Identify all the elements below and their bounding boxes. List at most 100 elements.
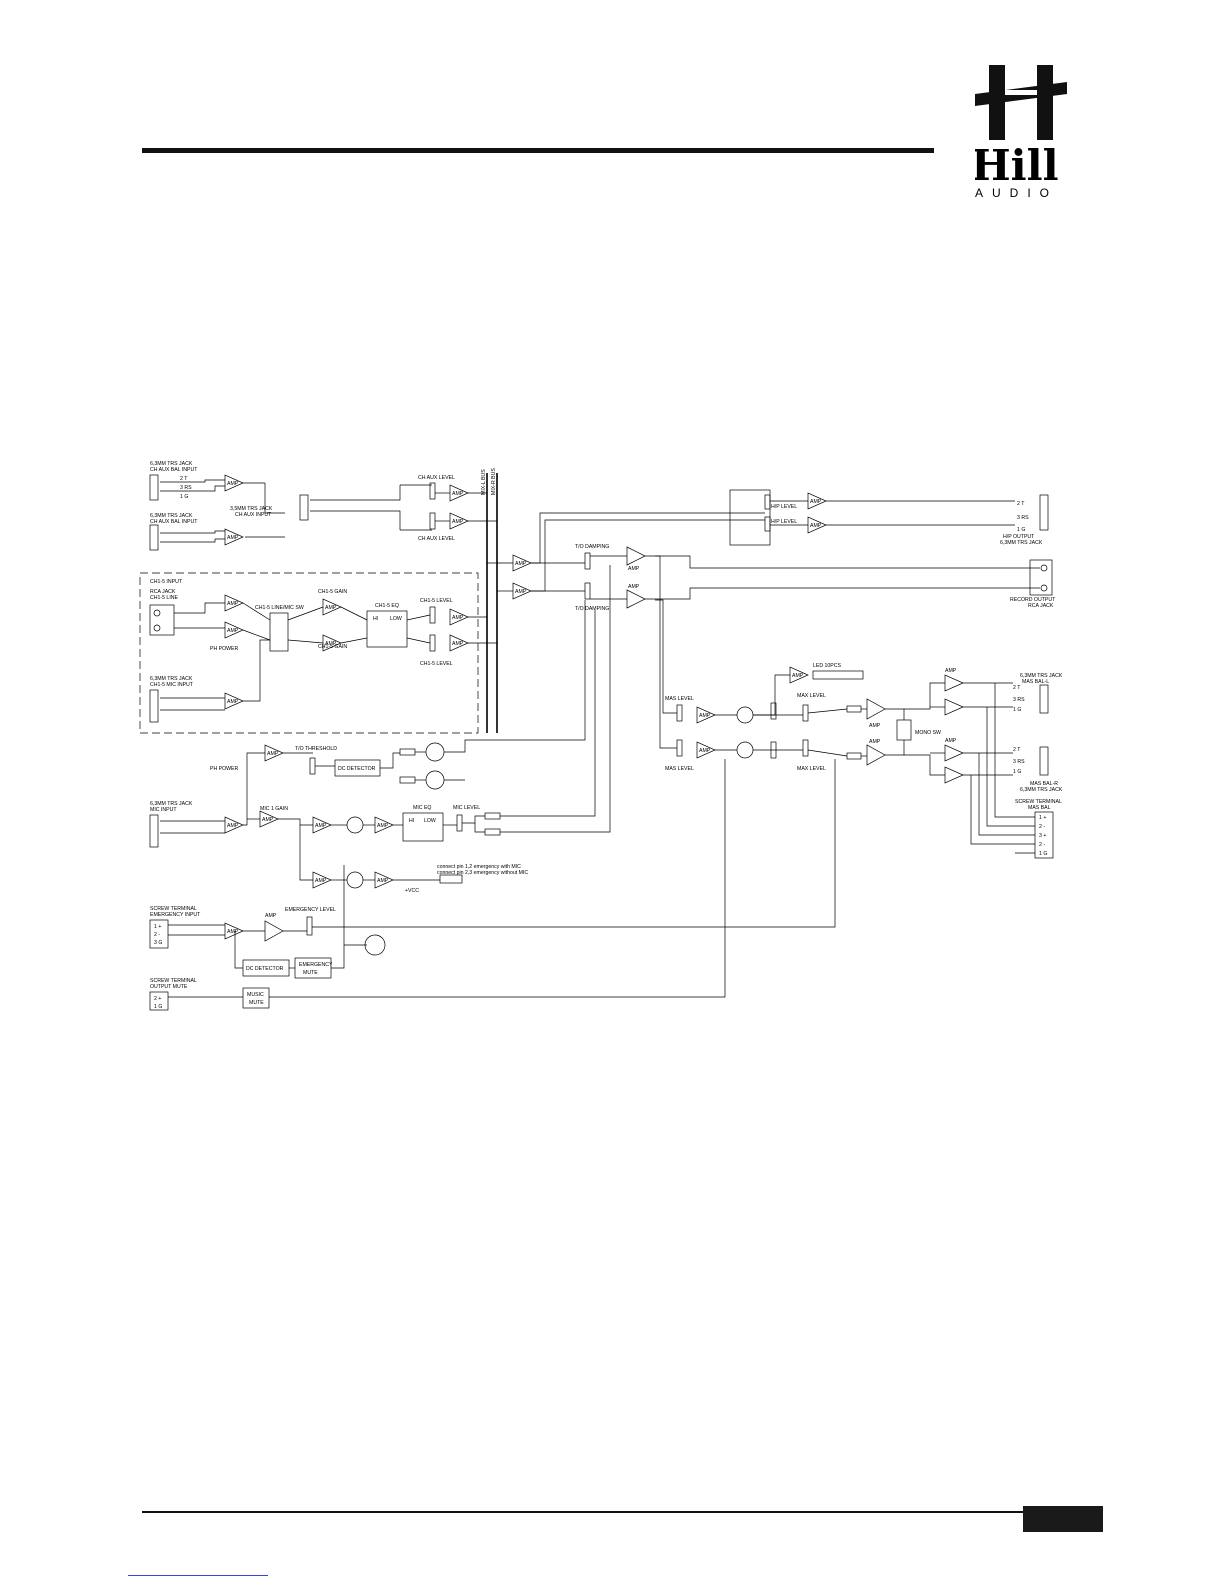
amp-aux-level-1: AMP: [452, 491, 464, 497]
screw-mas-pin-5: 1 G: [1039, 851, 1047, 857]
emergency-mute-b: MUTE: [303, 970, 318, 976]
mic-input-ch-a: 6,3MM TRS JACK: [150, 676, 193, 682]
record-output-b: RCA JACK: [1028, 603, 1054, 609]
amp-rca-1: AMP: [227, 601, 239, 607]
led-label: LED 10PCS: [813, 663, 842, 669]
aux-bal-2-label-b: CH AUX BAL INPUT: [150, 519, 198, 525]
aux-35-label-b: CH AUX INPUT: [235, 512, 272, 518]
mas-bal-r-b: 6,3MM TRS JACK: [1020, 787, 1063, 793]
amp-record-1: AMP: [628, 566, 640, 572]
screw-mas-pin-1: 1 +: [1039, 815, 1046, 821]
aux-bal-1-label-a: 6,3MM TRS JACK: [150, 461, 193, 467]
amp-hp-1: AMP: [810, 499, 822, 505]
amp-mic-1: AMP: [315, 823, 327, 829]
level-2: CH1-5 LEVEL: [420, 661, 453, 667]
amp-bal-1: AMP: [945, 668, 957, 674]
mic-eq: MIC EQ: [413, 805, 431, 811]
mono-sw: MONO SW: [915, 730, 941, 736]
amp-mic-gain: AMP: [262, 817, 274, 823]
amp-mic-2: AMP: [377, 823, 389, 829]
logo-sub: AUDIO: [975, 186, 1058, 200]
mas-level-2: MAS LEVEL: [665, 766, 694, 772]
output-mute-a: SCREW TERMINAL: [150, 978, 197, 984]
amp-mic-ch: AMP: [227, 699, 239, 705]
mix-l-bus-label: MIX-L BUS: [481, 469, 487, 495]
ch-input-label: CH1-5 INPUT: [150, 579, 183, 585]
logo-brand: Hill: [975, 141, 1059, 190]
amp-level-1: AMP: [452, 615, 464, 621]
rca-line-b: CH1-5 LINE: [150, 595, 179, 601]
max-level-1: MAX LEVEL: [797, 693, 826, 699]
mic-eq-hi: HI: [409, 818, 414, 824]
amp-gain-2: AMP: [325, 641, 337, 647]
mic-eq-low: LOW: [424, 818, 436, 824]
rca-line-a: RCA JACK: [150, 589, 176, 595]
hp-pin-rs: 3 RS: [1017, 515, 1029, 521]
screw-mas-pin-4: 2 -: [1039, 842, 1045, 848]
aux-bal-1-pin-g: 1 G: [180, 494, 188, 500]
footer-rule: [142, 1511, 1092, 1513]
mas-bal-l-b: MAS BAL-L: [1022, 679, 1049, 685]
connect-note-a: connect pin 1,2 emergency with MIC: [437, 864, 521, 870]
line-mic-sw: CH1-5 LINE/MIC SW: [255, 605, 304, 611]
dc-detector-2: DC DETECTOR: [246, 966, 284, 972]
screw-mas-pin-2: 2 -: [1039, 824, 1045, 830]
mas-bal-r-pin-rs: 3 RS: [1013, 759, 1025, 765]
max-level-2: MAX LEVEL: [797, 766, 826, 772]
aux-bal-1-label-b: CH AUX BAL INPUT: [150, 467, 198, 473]
amp-max-2: AMP: [869, 739, 881, 745]
music-mute-b: MUTE: [249, 1000, 264, 1006]
amp-led: AMP: [792, 673, 804, 679]
emergency-level: EMERGENCY LEVEL: [285, 907, 336, 913]
eq-hi: HI: [373, 616, 378, 622]
mas-level-1: MAS LEVEL: [665, 696, 694, 702]
mic-input-a: 6,3MM TRS JACK: [150, 801, 193, 807]
hp-output-b: 6,3MM TRS JACK: [1000, 540, 1043, 546]
em-pin-1: 1 +: [154, 924, 161, 930]
amp-bus-r: AMP: [515, 589, 527, 595]
connect-note-b: connect pin 2,3 emergency without MIC: [437, 870, 528, 876]
mute-pin-2: 1 G: [154, 1004, 162, 1010]
td-damping-1: T/O DAMPING: [575, 544, 609, 550]
eq-low: LOW: [390, 616, 402, 622]
amp-mas-1: AMP: [699, 713, 711, 719]
amp-mic-4: AMP: [377, 878, 389, 884]
mas-bal-l-pin-t: 2 T: [1013, 685, 1021, 691]
td-damping-2: T/O DAMPING: [575, 606, 609, 612]
amp-aux-2: AMP: [227, 535, 239, 541]
footer-link-underline[interactable]: [128, 1575, 268, 1576]
amp-hp-2: AMP: [810, 523, 822, 529]
amp-bal-2: AMP: [945, 738, 957, 744]
emergency-mute-a: EMERGENCY: [299, 962, 333, 968]
output-mute-b: OUTPUT MUTE: [150, 984, 188, 990]
emergency-input-a: SCREW TERMINAL: [150, 906, 197, 912]
mic-input-ch-b: CH1-5 MIC INPUT: [150, 682, 194, 688]
mas-bal-l-a: 6,3MM TRS JACK: [1020, 673, 1063, 679]
mic-gain: MIC 1 GAIN: [260, 806, 288, 812]
eq-label: CH1-5 EQ: [375, 603, 399, 609]
mute-pin-1: 2 +: [154, 996, 161, 1002]
header-rule: [142, 148, 934, 153]
ch-aux-level-bottom: CH AUX LEVEL: [418, 536, 455, 542]
hp-level-2: H/P LEVEL: [771, 519, 797, 525]
td-threshold: T/O THRESHOLD: [295, 746, 337, 752]
em-pin-2: 2 -: [154, 932, 160, 938]
amp-mic-3: AMP: [315, 878, 327, 884]
emergency-input-b: EMERGENCY INPUT: [150, 912, 201, 918]
amp-mic: AMP: [227, 823, 239, 829]
ph-power-2: PH POWER: [210, 766, 238, 772]
amp-max-1: AMP: [869, 723, 881, 729]
mas-bal-r-pin-g: 1 G: [1013, 769, 1021, 775]
page-number-box: [1023, 1506, 1103, 1532]
amp-sum-label: AMP: [265, 913, 277, 919]
amp-bus-l: AMP: [515, 561, 527, 567]
amp-level-2: AMP: [452, 641, 464, 647]
dc-detector-1: DC DETECTOR: [338, 766, 376, 772]
aux-bal-2-label-a: 6,3MM TRS JACK: [150, 513, 193, 519]
mas-bal-r-a: MAS BAL-R: [1030, 781, 1058, 787]
hp-output-a: H/P OUTPUT: [1003, 534, 1035, 540]
amp-aux-level-2: AMP: [452, 519, 464, 525]
hill-audio-logo: Hill AUDIO: [975, 65, 1067, 200]
signal-flow-diagram: MIX-L BUS MIX-R BUS 6,3MM TRS JACK CH AU…: [139, 461, 1063, 1011]
level-1: CH1-5 LEVEL: [420, 598, 453, 604]
